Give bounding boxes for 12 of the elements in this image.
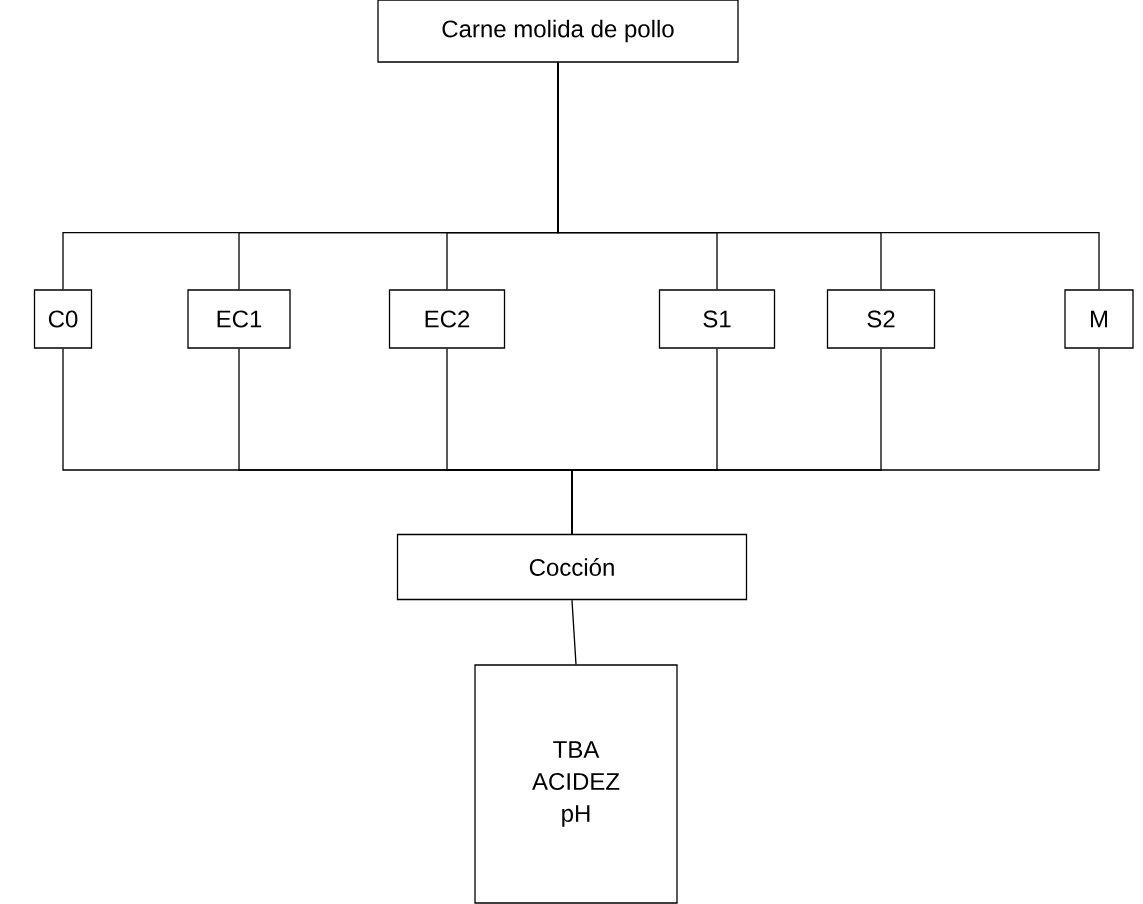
- process-box: EC2: [388, 289, 506, 349]
- process-box: C0: [33, 289, 93, 349]
- process-box: TBA ACIDEZ pH: [474, 664, 678, 904]
- connector-line: [557, 62, 1100, 290]
- process-box: Cocción: [396, 533, 748, 601]
- process-box: EC1: [187, 289, 291, 349]
- process-box: S2: [826, 289, 936, 349]
- process-box: Carne molida de pollo: [377, 0, 739, 63]
- connector-line: [571, 599, 577, 665]
- process-box: S1: [658, 289, 776, 349]
- process-box: M: [1064, 289, 1134, 349]
- connector-line: [571, 348, 1100, 535]
